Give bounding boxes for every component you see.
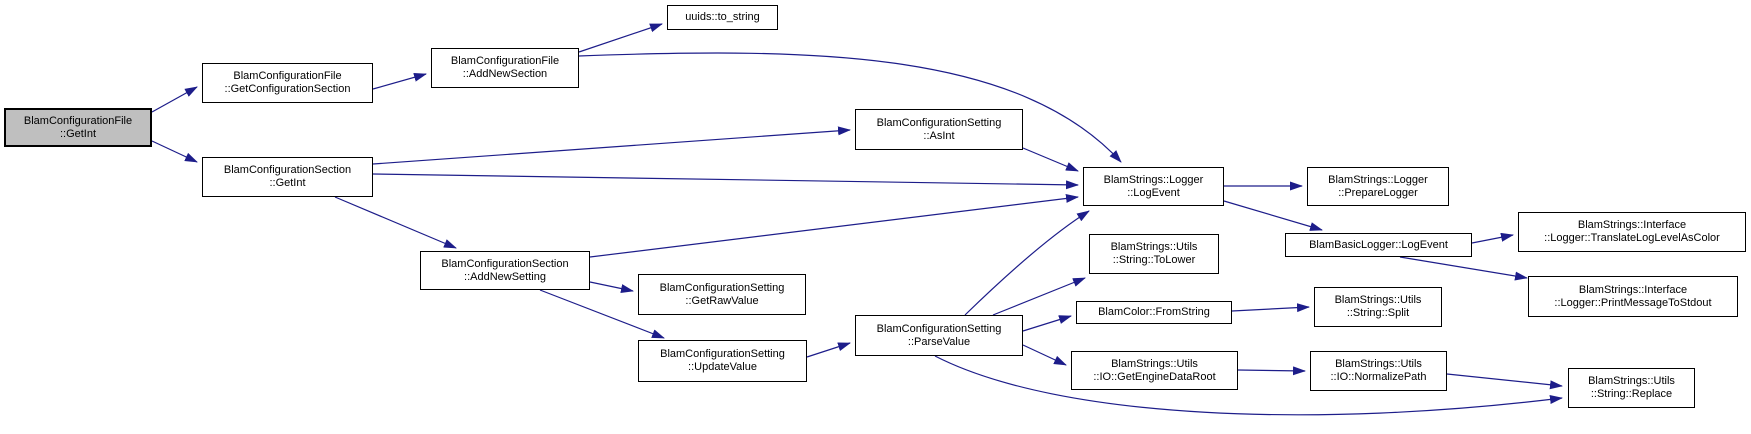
- node-setting_asint[interactable]: BlamConfigurationSetting ::AsInt: [855, 109, 1023, 150]
- node-file_getint: BlamConfigurationFile ::GetInt: [4, 108, 152, 147]
- edge-basiclogger_logevent-to-translateloglevel: [1471, 232, 1514, 244]
- node-section_addnewsetting[interactable]: BlamConfigurationSection ::AddNewSetting: [420, 251, 590, 290]
- node-translateloglevel[interactable]: BlamStrings::Interface ::Logger::Transla…: [1518, 212, 1746, 252]
- edge-file_getconfigsection-to-file_addnewsection: [372, 72, 427, 90]
- edge-setting_asint-to-logger_logevent: [1022, 147, 1079, 172]
- node-setting_parsevalue[interactable]: BlamConfigurationSetting ::ParseValue: [855, 315, 1023, 356]
- edge-setting_parsevalue-to-blamcolor_fromstring: [1022, 315, 1072, 332]
- edge-setting_parsevalue-to-utils_tolower: [992, 277, 1086, 316]
- node-section_getint[interactable]: BlamConfigurationSection ::GetInt: [202, 157, 373, 197]
- node-logger_logevent[interactable]: BlamStrings::Logger ::LogEvent: [1083, 167, 1224, 206]
- edge-blamcolor_fromstring-to-utils_split: [1231, 303, 1310, 313]
- edge-section_getint-to-section_addnewsetting: [334, 196, 457, 249]
- edge-file_getint-to-section_getint: [151, 140, 198, 163]
- node-file_getconfigsection[interactable]: BlamConfigurationFile ::GetConfiguration…: [202, 63, 373, 103]
- edge-utils_getenginedataroot-to-utils_normalizepath: [1237, 366, 1306, 376]
- edge-section_addnewsetting-to-setting_updatevalue: [539, 289, 665, 339]
- edge-file_addnewsection-to-logger_logevent: [578, 52, 1122, 163]
- node-printmessage[interactable]: BlamStrings::Interface ::Logger::PrintMe…: [1528, 276, 1738, 317]
- edge-section_addnewsetting-to-logger_logevent: [589, 193, 1079, 258]
- node-file_addnewsection[interactable]: BlamConfigurationFile ::AddNewSection: [431, 48, 579, 88]
- node-logger_preparelogger[interactable]: BlamStrings::Logger ::PrepareLogger: [1307, 167, 1449, 206]
- edge-setting_updatevalue-to-setting_parsevalue: [806, 342, 851, 358]
- edge-file_addnewsection-to-uuids_to_string: [578, 23, 663, 53]
- node-setting_getrawvalue[interactable]: BlamConfigurationSetting ::GetRawValue: [638, 274, 806, 315]
- node-utils_split[interactable]: BlamStrings::Utils ::String::Split: [1314, 287, 1442, 327]
- node-basiclogger_logevent[interactable]: BlamBasicLogger::LogEvent: [1285, 233, 1472, 257]
- edge-basiclogger_logevent-to-printmessage: [1399, 256, 1528, 281]
- edge-section_addnewsetting-to-setting_getrawvalue: [589, 281, 634, 293]
- edge-logger_logevent-to-basiclogger_logevent: [1223, 200, 1323, 231]
- edge-utils_normalizepath-to-utils_replace: [1446, 373, 1563, 390]
- node-setting_updatevalue[interactable]: BlamConfigurationSetting ::UpdateValue: [638, 340, 807, 382]
- node-utils_getenginedataroot[interactable]: BlamStrings::Utils ::IO::GetEngineDataRo…: [1071, 351, 1238, 390]
- edge-setting_parsevalue-to-utils_replace: [934, 355, 1563, 416]
- node-utils_tolower[interactable]: BlamStrings::Utils ::String::ToLower: [1089, 234, 1219, 274]
- node-uuids_to_string[interactable]: uuids::to_string: [667, 5, 778, 30]
- node-utils_normalizepath[interactable]: BlamStrings::Utils ::IO::NormalizePath: [1310, 351, 1447, 391]
- edge-section_getint-to-setting_asint: [372, 126, 851, 165]
- node-blamcolor_fromstring[interactable]: BlamColor::FromString: [1076, 301, 1232, 324]
- edge-setting_parsevalue-to-logger_logevent: [964, 210, 1090, 316]
- edge-file_getint-to-file_getconfigsection: [151, 86, 198, 113]
- node-utils_replace[interactable]: BlamStrings::Utils ::String::Replace: [1568, 368, 1695, 408]
- edge-setting_parsevalue-to-utils_getenginedataroot: [1022, 344, 1067, 366]
- edge-section_getint-to-logger_logevent: [372, 173, 1079, 190]
